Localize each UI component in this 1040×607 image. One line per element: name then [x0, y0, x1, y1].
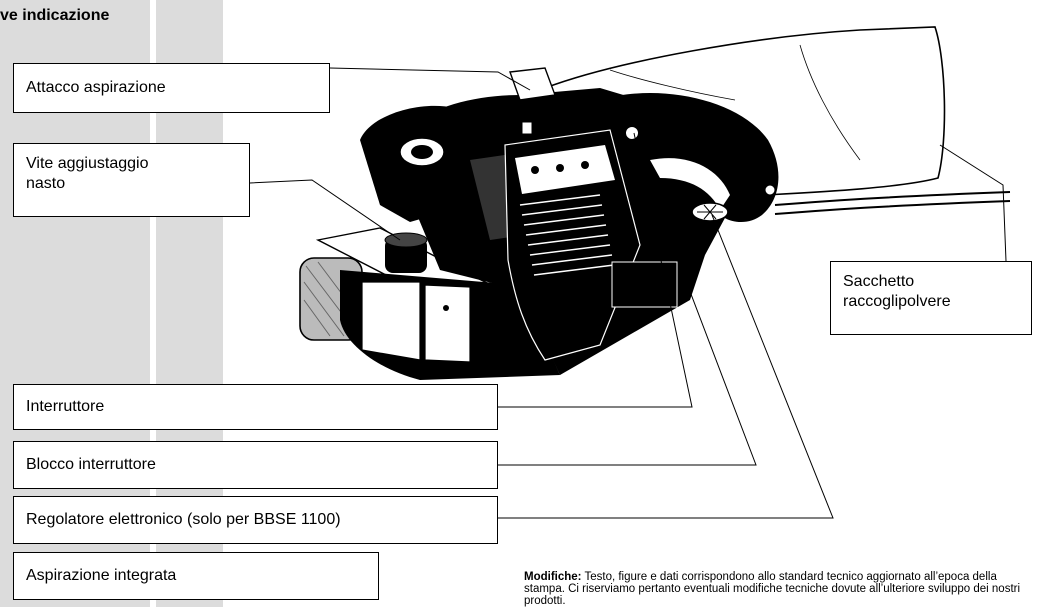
- leader-lines: [249, 67, 1007, 519]
- footnote-text: Testo, figure e dati corrispondono allo …: [524, 571, 1021, 607]
- footnote-bold: Modifiche:: [524, 571, 582, 583]
- leader-blocco: [497, 159, 757, 466]
- leader-regolatore: [497, 214, 834, 519]
- label-interruttore-text: Interruttore: [26, 398, 105, 415]
- label-blocco-interruttore: Blocco interruttore: [13, 441, 498, 489]
- switch: [624, 125, 640, 141]
- label-aspirazione-text: Aspirazione integrata: [26, 567, 177, 584]
- column-divider: [150, 0, 156, 607]
- label-attacco-text: Attacco aspirazione: [26, 79, 166, 96]
- label-vite-text: Vite aggiustaggio nasto: [26, 155, 149, 192]
- adjust-knob: [384, 232, 428, 273]
- label-vite-aggiustaggio: Vite aggiustaggio nasto: [13, 143, 250, 217]
- label-regolatore: Regolatore elettronico (solo per BBSE 11…: [13, 496, 498, 544]
- section-title: ve indicazione: [0, 7, 110, 24]
- label-interruttore: Interruttore: [13, 384, 498, 430]
- leader-vite: [249, 179, 401, 241]
- power-cord: [774, 191, 1011, 206]
- label-sacchetto: Sacchetto raccoglipolvere: [830, 261, 1032, 335]
- label-attacco-aspirazione: Attacco aspirazione: [13, 63, 330, 113]
- label-sacchetto-text: Sacchetto raccoglipolvere: [843, 273, 951, 310]
- leader-attacco: [329, 67, 531, 91]
- modification-notice: Modifiche: Testo, figure e dati corrispo…: [524, 571, 1034, 607]
- leader-interruttore: [497, 132, 693, 408]
- label-regolatore-text: Regolatore elettronico (solo per BBSE 11…: [26, 511, 341, 528]
- leader-sacchetto: [939, 144, 1007, 262]
- rear-handle: [600, 93, 779, 223]
- label-blocco-text: Blocco interruttore: [26, 456, 156, 473]
- dust-port: [509, 67, 556, 101]
- label-aspirazione-integrata: Aspirazione integrata: [13, 552, 379, 600]
